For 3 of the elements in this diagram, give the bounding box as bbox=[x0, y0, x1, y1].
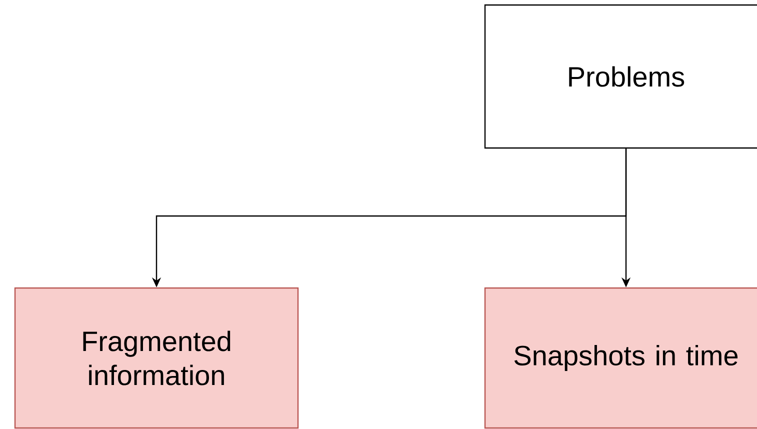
problem-box: Problems bbox=[484, 4, 757, 149]
category-box: Snapshots in time bbox=[484, 287, 757, 429]
category-box: Fragmented information bbox=[14, 287, 299, 429]
